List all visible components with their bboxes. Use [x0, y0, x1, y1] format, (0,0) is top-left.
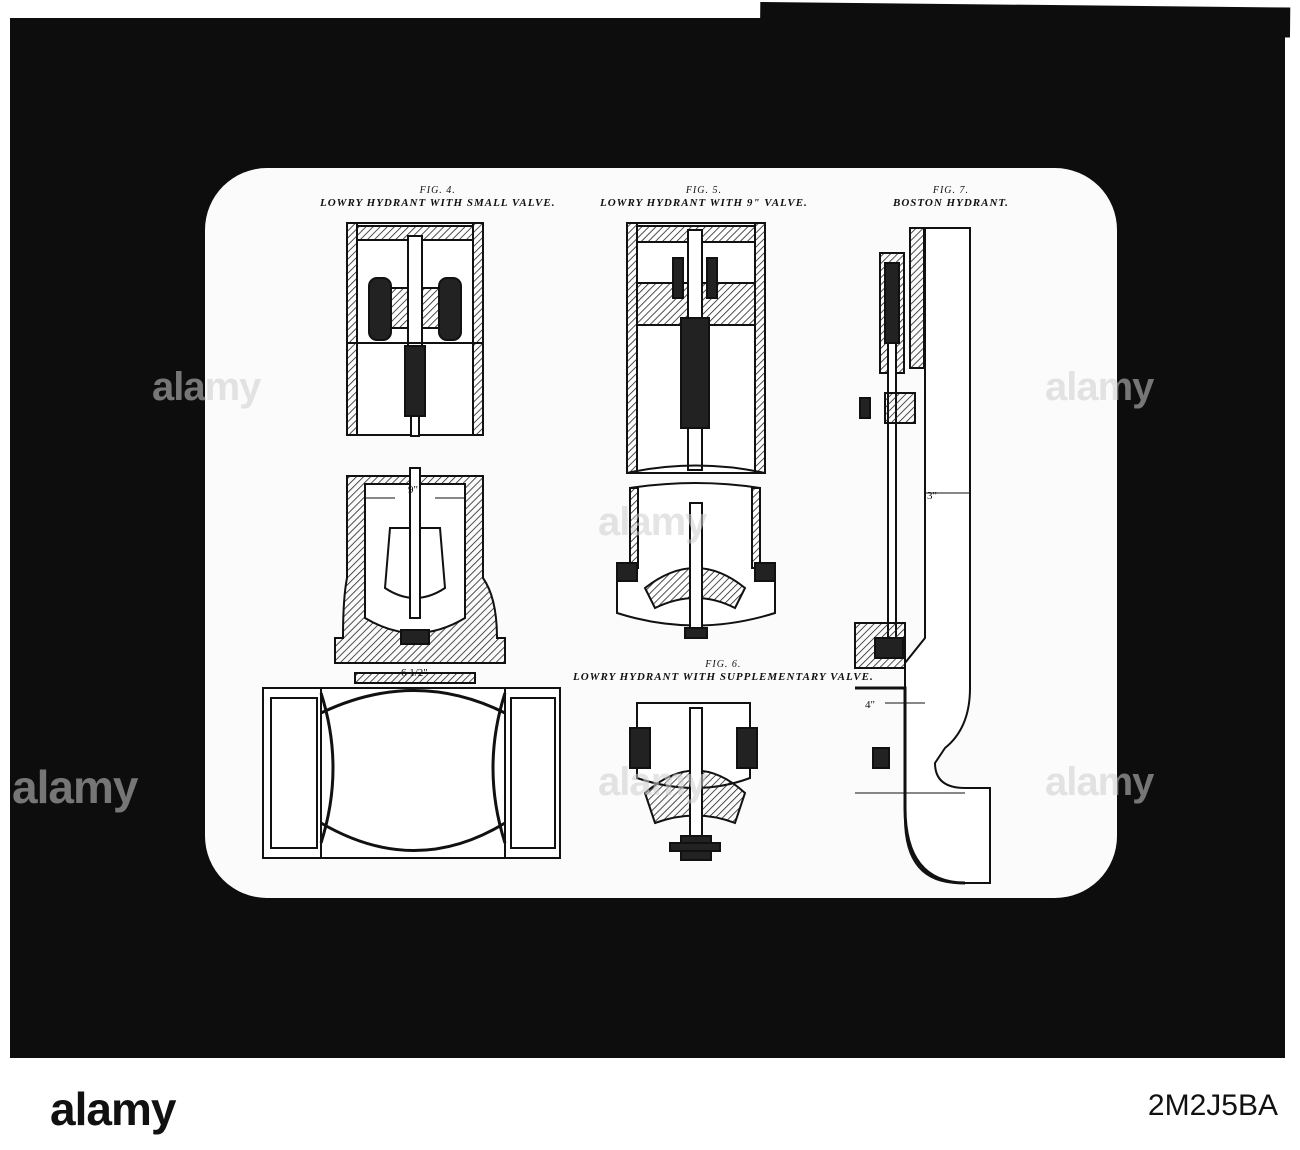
- fig7-hydrant: [854, 227, 991, 885]
- fig4-dim-upper: 9": [408, 484, 418, 496]
- fig6-valve: [629, 702, 758, 861]
- fig7-dim-bore: 3": [927, 490, 937, 502]
- fig4-number: FIG. 4.: [419, 185, 456, 196]
- image-id: 2M2J5BA: [1147, 1089, 1278, 1122]
- footer-bar: [0, 1068, 1300, 1150]
- diagram-plate: 9" 6 1/2" 3" 4" FIG. 4. LOWRY HYDRANT WI…: [205, 168, 1117, 898]
- dimension-labels: 9" 6 1/2" 3" 4": [401, 484, 937, 711]
- fig5-barrel: [626, 222, 766, 474]
- watermark: alamy: [1045, 760, 1154, 804]
- fig7-title: BOSTON HYDRANT.: [893, 197, 1009, 209]
- brand-logo[interactable]: alamy: [50, 1083, 176, 1135]
- fig7-caption: FIG. 7. BOSTON HYDRANT.: [893, 184, 1009, 210]
- fig5-title: LOWRY HYDRANT WITH 9" VALVE.: [600, 197, 808, 209]
- watermark: alamy: [152, 365, 261, 409]
- fig4-upper-barrel: [346, 222, 484, 437]
- fig4-valve-body: [262, 467, 561, 859]
- fig4-dim-lower: 6 1/2": [401, 667, 428, 679]
- fig7-number: FIG. 7.: [932, 185, 970, 196]
- fig5-number: FIG. 5.: [685, 185, 722, 196]
- fig4-title: LOWRY HYDRANT WITH SMALL VALVE.: [320, 197, 556, 209]
- fig4-caption: FIG. 4. LOWRY HYDRANT WITH SMALL VALVE.: [320, 184, 555, 210]
- watermark: alamy: [1045, 365, 1154, 409]
- fig5-caption: FIG. 5. LOWRY HYDRANT WITH 9" VALVE.: [600, 184, 808, 210]
- fig6-number: FIG. 6.: [705, 659, 742, 670]
- fig6-title: LOWRY HYDRANT WITH SUPPLEMENTARY VALVE.: [573, 671, 874, 683]
- watermark: alamy: [12, 761, 138, 813]
- fig7-dim-lower: 4": [865, 699, 875, 711]
- hydrant-drawings: 9" 6 1/2" 3" 4": [262, 222, 991, 885]
- fig6-caption: FIG. 6. LOWRY HYDRANT WITH SUPPLEMENTARY…: [573, 658, 874, 684]
- watermark: alamy: [598, 500, 707, 544]
- watermark: alamy: [598, 760, 707, 804]
- fig5-valve: [616, 482, 776, 639]
